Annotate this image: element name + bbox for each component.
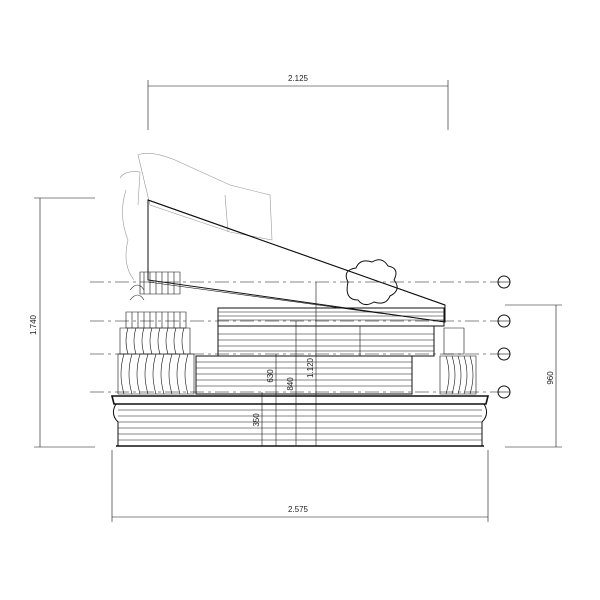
dim-630-label: 630 (266, 369, 275, 383)
block-middle (217, 325, 435, 357)
level-marker-3 (497, 347, 511, 361)
base-plinth (110, 395, 490, 447)
dimension-left: 1.740 (29, 197, 95, 448)
level-marker-1 (497, 275, 511, 289)
right-ornament (439, 327, 477, 395)
left-ornament (117, 271, 195, 395)
block-lower (195, 355, 413, 395)
sloped-slab (147, 199, 446, 323)
revision-cloud (345, 259, 398, 306)
dim-350-label: 350 (252, 413, 261, 427)
level-lines (90, 281, 500, 393)
level-marker-4 (497, 385, 511, 399)
dim-bottom-label: 2.575 (288, 505, 309, 514)
dim-right-label: 960 (546, 371, 555, 385)
level-markers (497, 275, 511, 399)
inner-dimensions: 350 630 840 1.120 (252, 282, 317, 446)
ghost-outline (119, 153, 273, 281)
dimension-bottom: 2.575 (111, 450, 489, 522)
dim-1120-label: 1.120 (306, 357, 315, 378)
dim-top-label: 2.125 (288, 74, 309, 83)
level-marker-2 (497, 314, 511, 328)
dim-840-label: 840 (286, 377, 295, 391)
dimension-top: 2.125 (147, 74, 449, 130)
dim-left-label: 1.740 (29, 314, 38, 335)
dimension-right: 960 (505, 304, 562, 448)
